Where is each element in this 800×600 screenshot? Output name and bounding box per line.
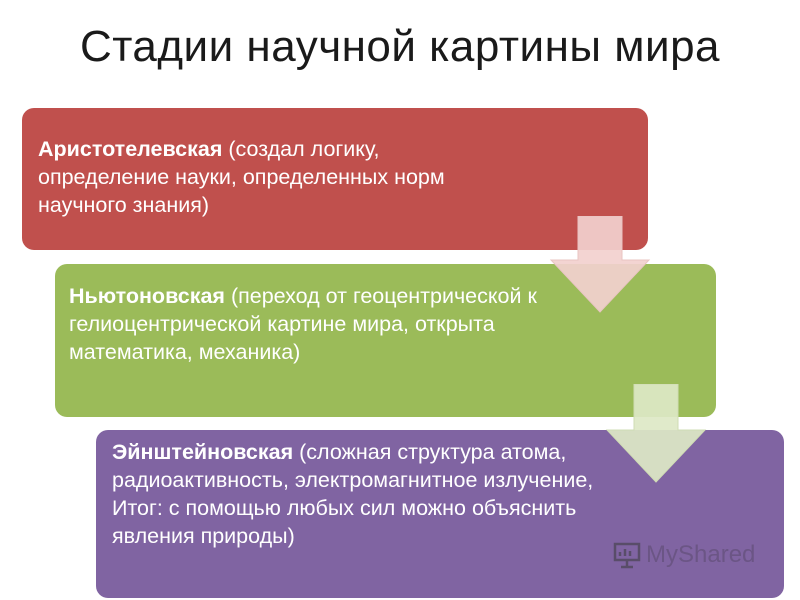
stage-einsteinian-name: Эйнштейновская [112,440,294,464]
slide-title: Стадии научной картины мира [79,22,721,71]
stage-newtonian-description: (переход от геоцентрической к гелиоцентр… [69,284,537,364]
stage-aristotelian-text: Аристотелевская (создал логику, определе… [38,135,508,219]
down-arrow-icon [549,216,651,313]
stage-aristotelian-name: Аристотелевская [38,137,223,161]
stage-aristotelian-description: (создал логику, определение науки, опред… [38,137,445,217]
down-arrow-2-shape [605,384,707,483]
watermark-logo: MyShared [612,540,755,570]
stage-newtonian-name: Ньютоновская [69,284,225,308]
stage-newtonian-text: Ньютоновская (переход от геоцентрической… [69,282,539,366]
down-arrow-icon [605,384,707,483]
presentation-board-icon [613,542,641,569]
down-arrow-1-shape [549,216,651,313]
stage-aristotelian: Аристотелевская (создал логику, определе… [22,108,648,250]
stage-einsteinian-description: (сложная структура атома, радиоактивност… [112,440,594,548]
watermark-text: MyShared [646,541,756,568]
stage-newtonian: Ньютоновская (переход от геоцентрической… [55,264,716,417]
stage-einsteinian-text: Эйнштейновская (сложная структура атома,… [112,438,642,550]
